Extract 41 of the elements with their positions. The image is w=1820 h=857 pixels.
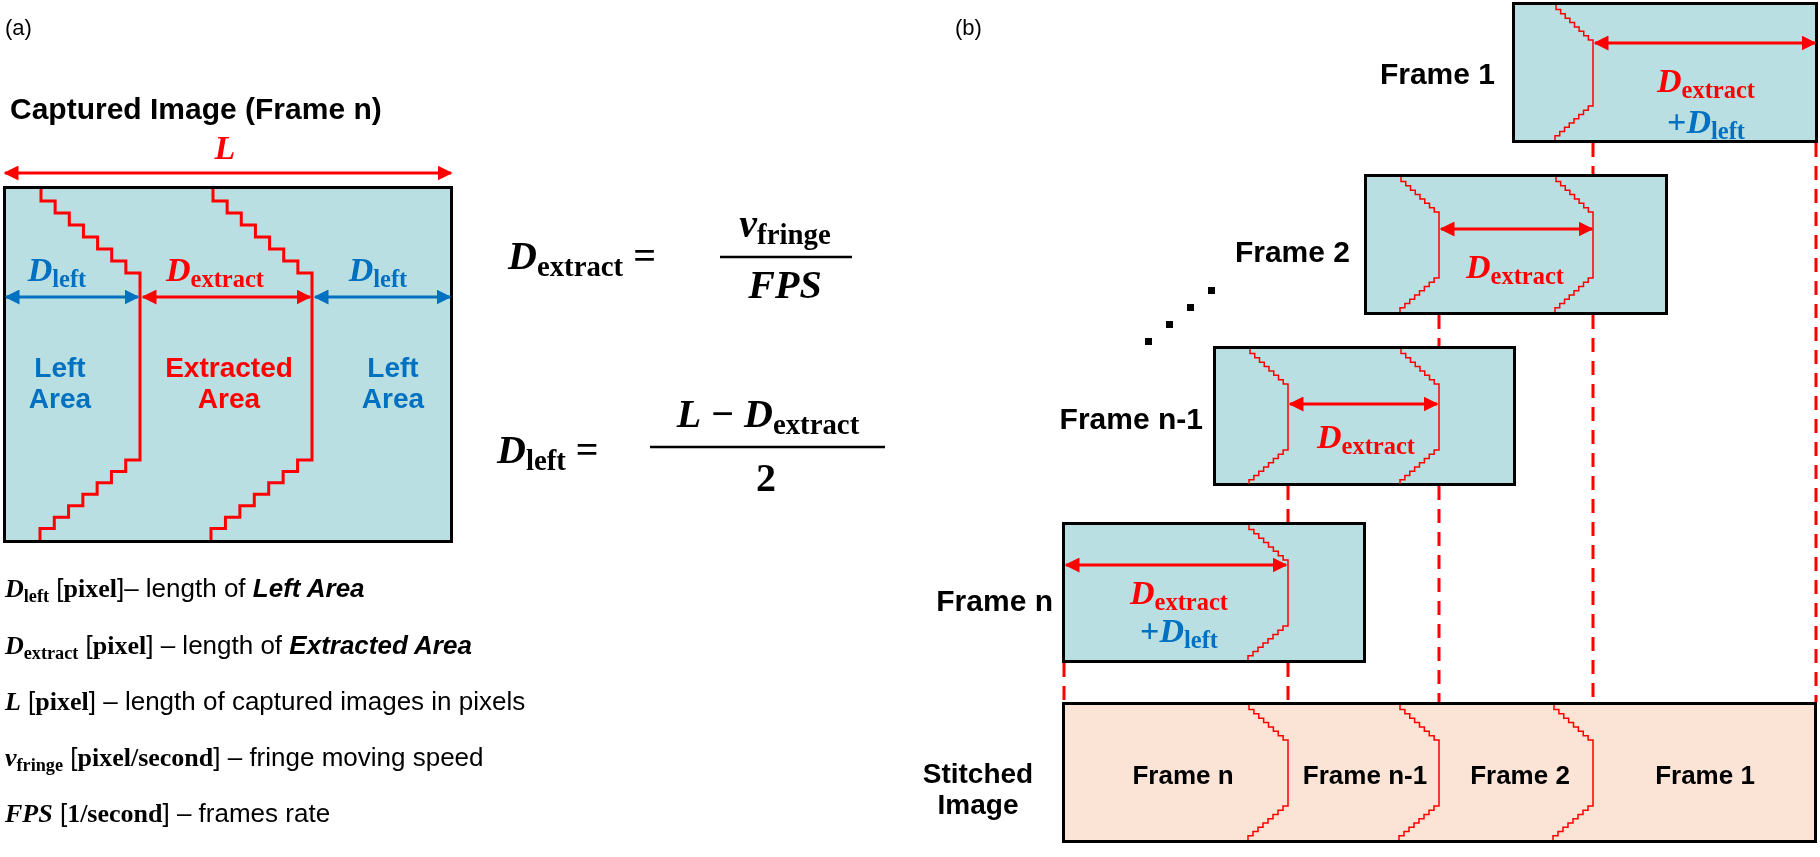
math-symbol: +D$_{left}$	[1667, 103, 1745, 145]
equation-term: D$_{extract}$ =	[508, 233, 656, 283]
equation-term: 2	[756, 456, 776, 500]
definition-text: L [pixel] – length of captured images in pixels	[5, 687, 526, 717]
equation-term: FPS	[748, 263, 822, 307]
dashed-connector	[1814, 143, 1818, 702]
math-symbol: D$_{extract}$	[1317, 418, 1415, 460]
equation-term: D$_{left}$ =	[497, 427, 599, 477]
dashed-connector	[1591, 143, 1595, 174]
math-symbol: L	[214, 129, 236, 167]
frame-title: Frame 2	[1234, 234, 1350, 268]
definition-text: D$_{left}$ [pixel]– length of Left Area	[5, 574, 365, 606]
dashed-connector	[1286, 663, 1290, 702]
panel-label: (a)	[5, 15, 32, 41]
region-label: Frame 2	[1470, 760, 1570, 790]
math-symbol: D$_{left}$	[27, 251, 87, 293]
area-label: Left Area	[360, 353, 426, 415]
equation-term: v$_{fringe}$	[739, 201, 831, 251]
panel-label: (b)	[955, 15, 982, 41]
math-symbol: D$_{extract}$	[1657, 62, 1755, 104]
definition-text: D$_{extract}$ [pixel] – length of Extracted Area	[5, 631, 472, 663]
frame-title: Frame n	[936, 583, 1053, 617]
dashed-connector	[1437, 315, 1441, 346]
definition-text: FPS [1/second] – frames rate	[5, 799, 331, 829]
math-symbol: D$_{left}$	[348, 251, 408, 293]
frame-title: Frame 1	[1379, 56, 1495, 90]
panel-title: Stitched Image	[921, 759, 1035, 821]
definition-text: v$_{fringe}$ [pixel/second] – fringe moving speed	[5, 743, 484, 775]
region-label: Frame 1	[1655, 760, 1755, 790]
frame-title: Captured Image (Frame n)	[10, 91, 382, 125]
region-label: Frame n	[1132, 760, 1234, 790]
area-label: Extracted Area	[164, 353, 294, 415]
equation-term: L − D$_{extract}$	[676, 391, 860, 441]
dashed-connector	[1286, 486, 1290, 522]
area-label: Left Area	[27, 353, 93, 415]
math-symbol: D$_{extract}$	[1466, 248, 1564, 290]
math-symbol: D$_{extract}$	[166, 251, 264, 293]
dashed-connector	[1062, 663, 1066, 702]
dashed-connector	[1437, 486, 1441, 702]
region-label: Frame n-1	[1302, 760, 1428, 790]
frame-title: Frame n-1	[1059, 401, 1203, 435]
